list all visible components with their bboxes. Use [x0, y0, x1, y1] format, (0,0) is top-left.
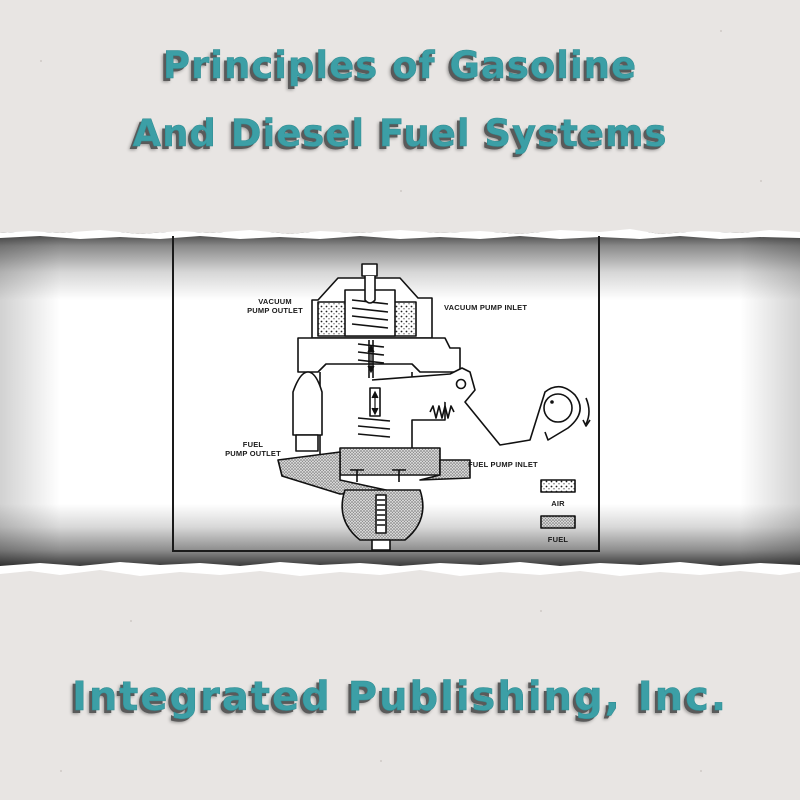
- label-line: PUMP OUTLET: [247, 306, 303, 315]
- label-fuel-pump-outlet: FUEL PUMP OUTLET: [218, 440, 288, 458]
- book-title-line-2: And Diesel Fuel Systems: [132, 112, 668, 156]
- label-line: PUMP OUTLET: [225, 449, 281, 458]
- label-fuel-pump-inlet: FUEL PUMP INLET: [468, 460, 538, 469]
- paper-speck: [60, 770, 62, 772]
- paper-speck: [40, 60, 42, 62]
- paper-speck: [700, 770, 702, 772]
- paper-speck: [380, 760, 382, 762]
- legend-air-label: AIR: [551, 499, 565, 508]
- torn-paper-edge-top: [0, 218, 800, 239]
- book-title-line-1: Principles of Gasoline: [162, 44, 638, 88]
- torn-paper-edge-bottom: [0, 562, 800, 588]
- label-line: VACUUM: [258, 297, 292, 306]
- publisher-name: Integrated Publishing, Inc.: [71, 674, 729, 721]
- label-line: FUEL: [242, 440, 264, 449]
- paper-speck: [760, 180, 762, 182]
- label-vacuum-pump-inlet: VACUUM PUMP INLET: [444, 303, 528, 312]
- diagram-frame: [172, 236, 600, 552]
- label-vacuum-pump-outlet: VACUUM PUMP OUTLET: [240, 297, 310, 315]
- paper-speck: [130, 620, 132, 622]
- legend-fuel-label: FUEL: [547, 535, 569, 544]
- paper-speck: [540, 610, 542, 612]
- paper-speck: [400, 190, 402, 192]
- paper-speck: [720, 30, 722, 32]
